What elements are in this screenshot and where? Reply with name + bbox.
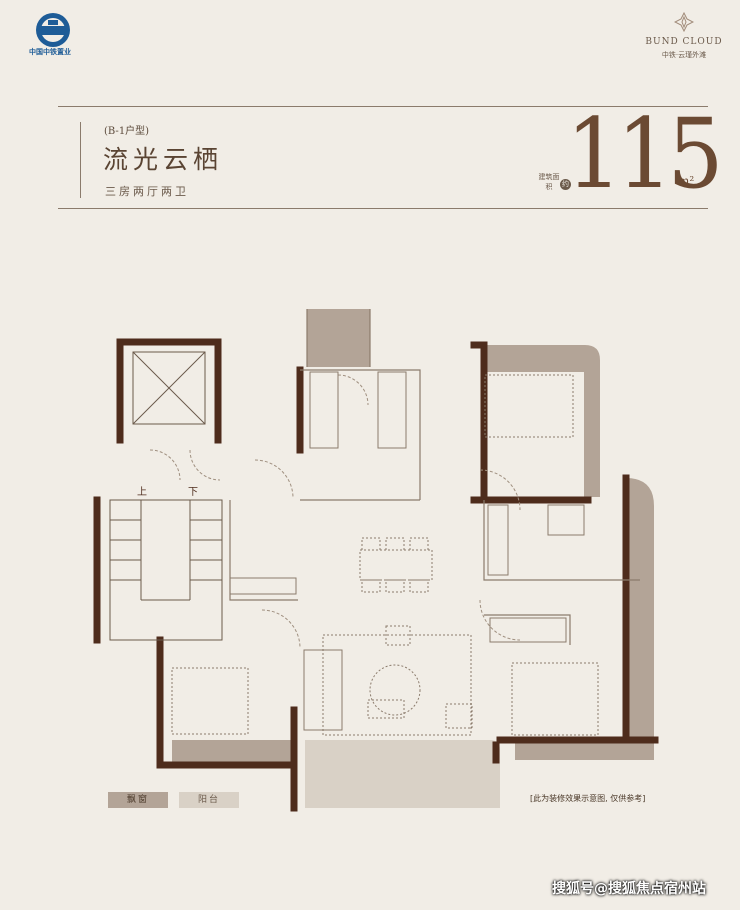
header-top-rule: [58, 106, 708, 107]
bedroom-beds: [171, 374, 599, 736]
area-value: 115: [566, 98, 724, 210]
balcony-fill: [305, 740, 500, 808]
diamond-flower-icon: [674, 12, 694, 32]
unit-type: (B-1户型): [104, 126, 150, 137]
stairs-down-label: 下: [188, 487, 198, 498]
area-label: 建筑面积: [538, 173, 560, 191]
plan-subtitle: 三房两厅两卫: [105, 185, 189, 198]
china-railway-logo-icon: [36, 13, 70, 47]
watermark: 搜狐号@搜狐焦点宿州站: [552, 881, 706, 897]
area-unit: m²: [678, 174, 695, 188]
kitchen-counters: [229, 371, 585, 643]
disclaimer: [此为装修效果示意图, 仅供参考]: [530, 794, 646, 803]
area-approx-badge: 约: [560, 179, 571, 190]
living-room-furniture: [303, 625, 473, 736]
legend-bay-window: 飘窗: [108, 792, 168, 808]
plan-title: 流光云栖: [103, 145, 224, 174]
stairs-up-label: 上: [137, 486, 147, 498]
logo-text: 中国中铁置业: [29, 48, 71, 56]
bay-window-fills: [172, 309, 654, 764]
outer-walls: [93, 338, 659, 812]
dining-table: [359, 537, 433, 593]
stairwell: [109, 499, 223, 641]
legend-balcony: 阳台: [179, 792, 239, 808]
header-accent-bar: [80, 122, 81, 198]
brand-name: BUND CLOUD: [645, 37, 723, 47]
interior-walls: [229, 309, 640, 645]
door-swings: [149, 374, 521, 649]
brand-subtitle: 中铁·云瑾外滩: [661, 51, 707, 59]
header-bottom-rule: [58, 208, 708, 209]
elevator-shaft: [132, 351, 206, 425]
floor-plan: 上 下: [93, 309, 659, 812]
